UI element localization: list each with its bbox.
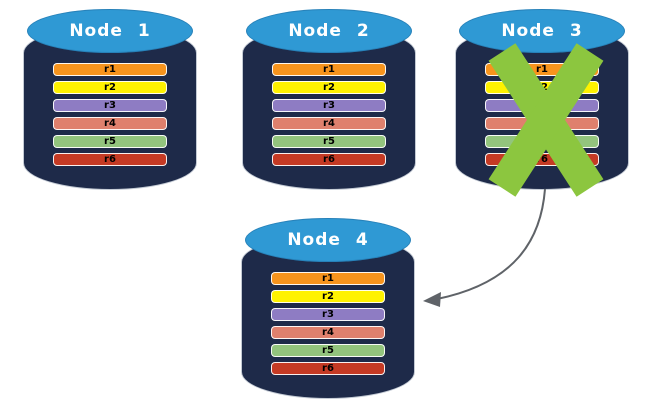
cylinder-top: Node 4 [245, 218, 411, 262]
db-node-4: Node 4 r1 r2 r3 r4 r5 r6 [242, 216, 414, 398]
failover-arrow-line [436, 188, 546, 300]
db-node-1: Node 1 r1 r2 r3 r4 r5 r6 [24, 7, 196, 189]
replica-rows: r1 r2 r3 r4 r5 r6 [243, 63, 415, 171]
replica-row-r1: r1 [53, 63, 167, 76]
replica-row-r6: r6 [53, 153, 167, 166]
replica-row-r3: r3 [53, 99, 167, 112]
replica-row-r1: r1 [272, 63, 386, 76]
replica-row-r1: r1 [271, 272, 385, 285]
replica-row-r4: r4 [272, 117, 386, 130]
node-title: Node 1 [69, 21, 151, 41]
node-title: Node 2 [288, 21, 370, 41]
replica-row-r5: r5 [272, 135, 386, 148]
cylinder-top: Node 1 [27, 9, 193, 53]
replica-row-r4: r4 [53, 117, 167, 130]
db-node-3: Node 3 r1 r2 r3 r4 r5 r6 [456, 7, 628, 197]
replica-rows: r1 r2 r3 r4 r5 r6 [242, 272, 414, 380]
replica-row-r6: r6 [271, 362, 385, 375]
replica-row-r3: r3 [271, 308, 385, 321]
db-node-2: Node 2 r1 r2 r3 r4 r5 r6 [243, 7, 415, 189]
replica-row-r2: r2 [272, 81, 386, 94]
failover-arrowhead-icon [423, 292, 441, 307]
replica-row-r2: r2 [53, 81, 167, 94]
node-title: Node 4 [287, 230, 369, 250]
failure-x-icon [488, 43, 604, 197]
replica-row-r5: r5 [271, 344, 385, 357]
replica-row-r5: r5 [53, 135, 167, 148]
replica-rows: r1 r2 r3 r4 r5 r6 [24, 63, 196, 171]
replica-row-r3: r3 [272, 99, 386, 112]
replica-row-r6: r6 [272, 153, 386, 166]
node-title: Node 3 [501, 21, 583, 41]
replica-row-r2: r2 [271, 290, 385, 303]
cylinder-top: Node 2 [246, 9, 412, 53]
replica-row-r4: r4 [271, 326, 385, 339]
cylinder-top: Node 3 [459, 9, 625, 53]
